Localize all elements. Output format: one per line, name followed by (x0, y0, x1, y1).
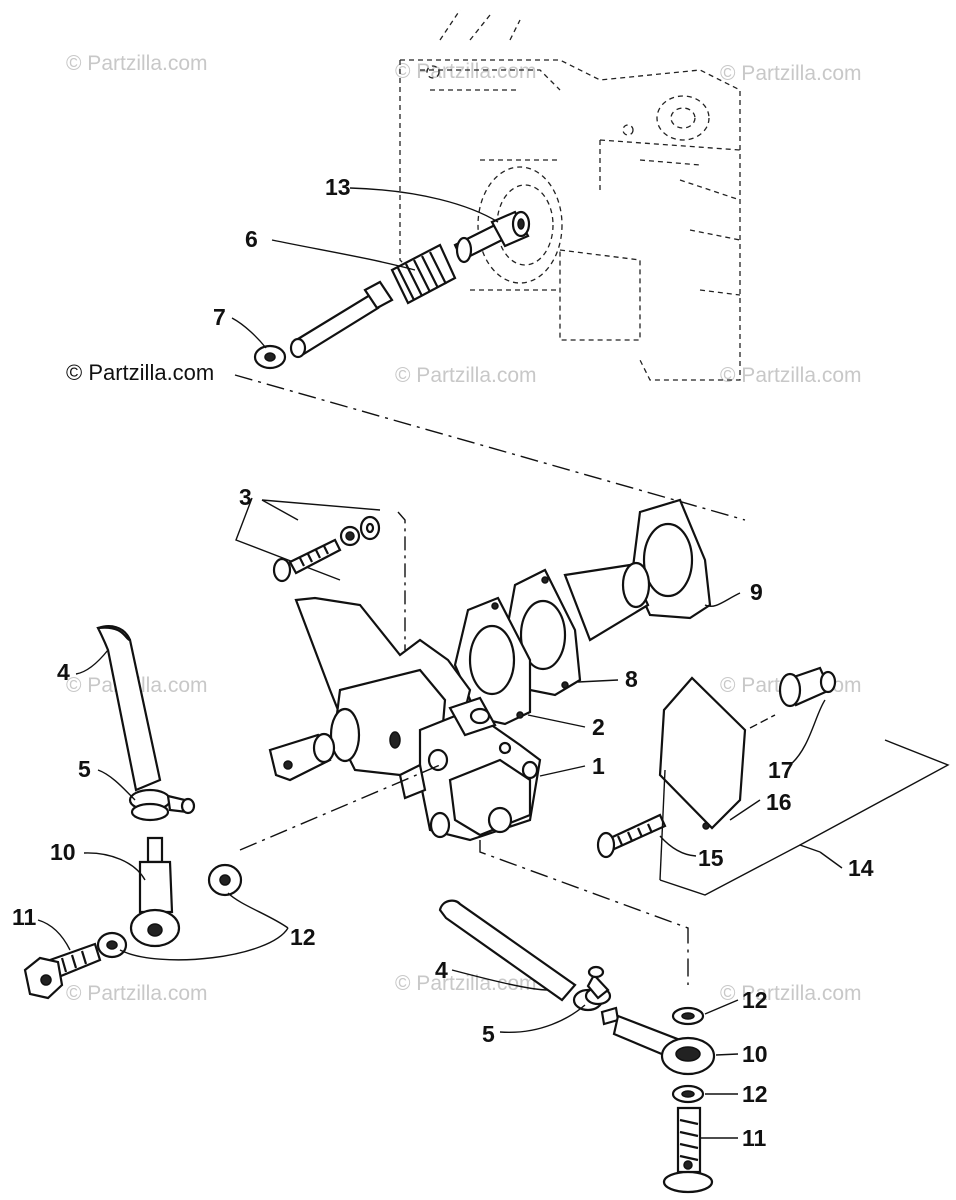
leader-3 (261, 499, 299, 521)
watermark-top-left: © Partzilla.com (66, 52, 208, 75)
watermark-top-center: © Partzilla.com (395, 60, 537, 83)
leader-8 (577, 679, 619, 683)
callout-6: 6 (245, 226, 258, 252)
assembly-line-left (239, 764, 441, 851)
bushing (490, 210, 531, 248)
leader-9 (704, 592, 741, 607)
plug-dash (749, 714, 776, 729)
leader-10-right (715, 1053, 739, 1056)
watermark-bottom-left: © Partzilla.com (66, 982, 208, 1005)
flange-gasket-2 (453, 596, 532, 726)
callout-1: 1 (592, 753, 605, 779)
leader-11-left (37, 919, 71, 951)
cover-screw (596, 813, 667, 859)
cover-plate (658, 676, 747, 830)
callout-10-right: 10 (742, 1041, 768, 1067)
leader-15 (659, 835, 697, 857)
hose-right (438, 899, 577, 1002)
bracket-14 (659, 844, 821, 896)
hose-clamp-right (572, 965, 612, 1012)
flange-gasket-9 (630, 498, 712, 620)
callout-4-left: 4 (57, 659, 70, 685)
leader-6 (271, 239, 416, 271)
callout-2: 2 (592, 714, 605, 740)
engine-case-outline (399, 9, 741, 381)
leader-4-right (451, 969, 549, 991)
leader-5-right (499, 1004, 586, 1034)
bracket-14-right (799, 739, 950, 846)
washer-left-a (207, 863, 243, 897)
leader-12-right-a (704, 999, 739, 1015)
callout-16: 16 (766, 789, 792, 815)
callout-12-right-a: 12 (742, 987, 768, 1013)
leader-16 (729, 799, 761, 821)
bracket-14-left (659, 769, 666, 881)
callout-12-left: 12 (290, 924, 316, 950)
banjo-bolt-left (23, 942, 102, 1000)
callout-10-left: 10 (50, 839, 76, 865)
callout-5-right: 5 (482, 1021, 495, 1047)
assembly-line-upper (234, 374, 746, 521)
leader-17 (789, 699, 826, 766)
leader-1 (539, 765, 586, 777)
leader-14 (819, 851, 843, 869)
leader-10-left (83, 852, 146, 881)
leader-4-left (75, 649, 109, 675)
hose-clamp-left (128, 788, 196, 822)
leader-12-left-a (119, 927, 289, 961)
banjo-bolt-right (662, 1106, 714, 1194)
watermark-bottom-center: © Partzilla.com (395, 972, 537, 995)
plug-bolt (778, 666, 837, 708)
callout-11-right: 11 (742, 1125, 767, 1151)
callout-9: 9 (750, 579, 763, 605)
screw-assembly (235, 497, 406, 650)
washer-upper (253, 344, 287, 370)
leader-7 (231, 317, 267, 349)
callout-8: 8 (625, 666, 638, 692)
watermark-mid-center: © Partzilla.com (395, 364, 537, 387)
washer-right-a (671, 1006, 705, 1026)
assembly-line-right (479, 840, 689, 985)
copyright-label: © Partzilla.com (66, 360, 214, 385)
washer-left-b (96, 931, 128, 959)
leader-13 (349, 187, 499, 223)
callout-11-left: 11 (12, 904, 37, 930)
watermark-bottom-right: © Partzilla.com (720, 982, 862, 1005)
watermark-top-right: © Partzilla.com (720, 62, 862, 85)
banjo-fitting-left (129, 836, 181, 948)
callout-7: 7 (213, 304, 226, 330)
watermark-mid-right: © Partzilla.com (720, 364, 862, 387)
leader-2 (527, 714, 586, 728)
callout-15: 15 (698, 845, 724, 871)
drive-shaft (289, 223, 504, 359)
leader-12-left-b (227, 892, 289, 929)
callout-13: 13 (325, 174, 351, 200)
callout-14: 14 (848, 855, 874, 881)
washer-right-b (671, 1084, 705, 1104)
callout-4-right: 4 (435, 957, 448, 983)
callout-12-right-b: 12 (742, 1081, 768, 1107)
callout-3: 3 (239, 484, 252, 510)
hose-left (96, 625, 162, 792)
banjo-fitting-right (600, 1006, 716, 1076)
spacer-tube (563, 561, 651, 642)
callout-5-left: 5 (78, 756, 91, 782)
leader-5-left (97, 769, 136, 801)
callout-17: 17 (768, 757, 794, 783)
oil-pump-body (268, 596, 542, 842)
